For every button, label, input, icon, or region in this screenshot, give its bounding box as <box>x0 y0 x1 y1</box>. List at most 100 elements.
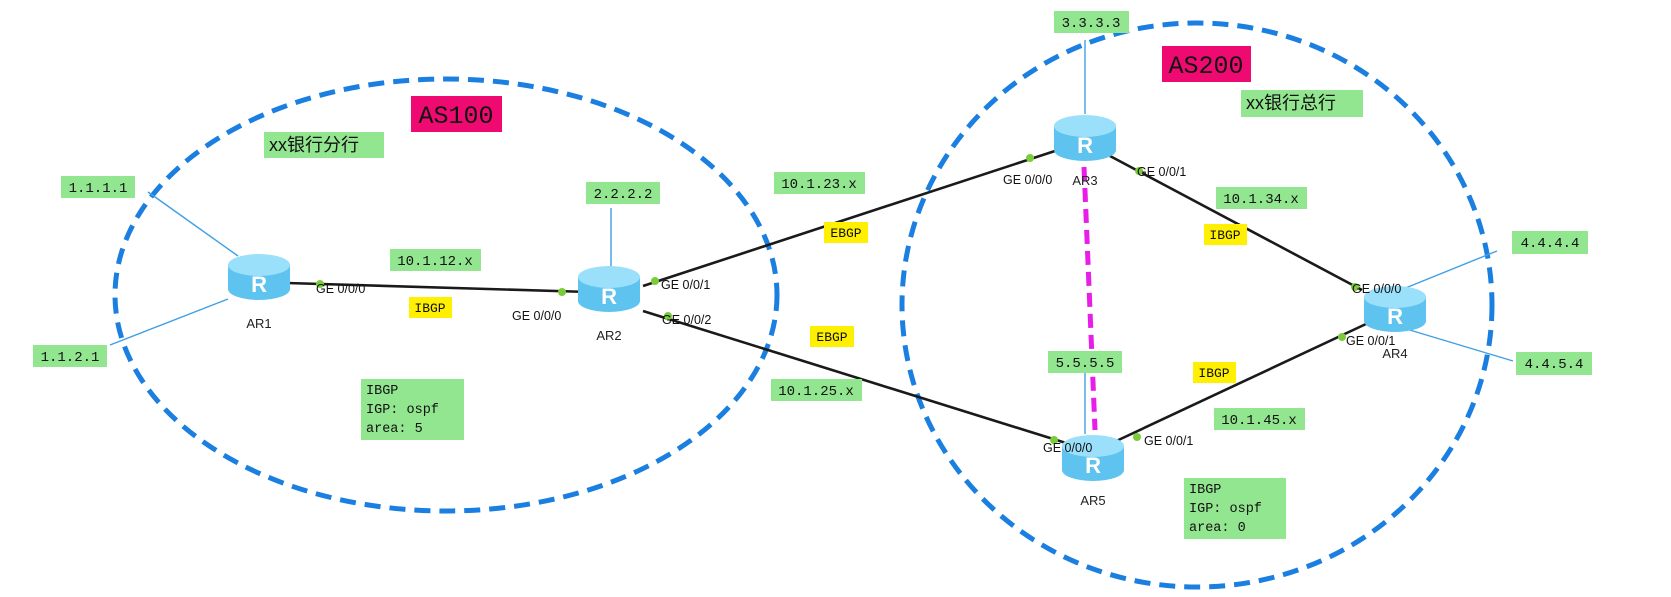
note-line: IGP: ospf <box>366 403 439 418</box>
org-tag-as200-label: xx银行总行 <box>1246 93 1336 113</box>
subnet-tag-ar3-ar4 <box>1216 187 1307 209</box>
router-ar3[interactable]: R <box>1054 115 1116 161</box>
interface-dot-ar2-ge001 <box>651 277 659 285</box>
address-tag-1-1-1-1-label: 1.1.1.1 <box>69 181 128 197</box>
stub-line-ar4-b <box>1402 327 1514 362</box>
subnet-tag-ar1-ar2 <box>390 249 481 271</box>
interface-dot-ar3-ge001 <box>1135 167 1143 175</box>
session-tag-ar1-ar2-label: IBGP <box>414 301 445 316</box>
interface-dot-ar4-ge000 <box>1351 283 1359 291</box>
address-tag-4-4-5-4 <box>1516 352 1592 375</box>
zone-ring-as100 <box>112 76 780 514</box>
as-badge-as200 <box>1162 46 1251 82</box>
note-line: area: 5 <box>366 422 423 437</box>
interface-label-ar3-ge001: GE 0/0/1 <box>1137 165 1186 179</box>
address-tag-2-2-2-2-label: 2.2.2.2 <box>594 187 653 203</box>
zone-ring-as200 <box>899 20 1495 590</box>
address-tag-1-1-2-1 <box>33 345 107 367</box>
router-glyph: R <box>251 272 267 297</box>
note-line: IGP: ospf <box>1189 502 1262 517</box>
address-tag-1-1-2-1-label: 1.1.2.1 <box>41 350 100 366</box>
router-glyph: R <box>1077 133 1093 158</box>
interface-label-ar4-ge000: GE 0/0/0 <box>1352 282 1401 296</box>
interface-label-ar2-ge001: GE 0/0/1 <box>661 278 710 292</box>
router-label-ar3: AR3 <box>1072 173 1097 188</box>
session-tag-ar2-ar3-label: EBGP <box>830 226 861 241</box>
as-badge-as100-label: AS100 <box>418 102 493 131</box>
subnet-tag-ar5-ar4-label: 10.1.45.x <box>1221 413 1297 429</box>
as-badge-as100 <box>411 96 502 132</box>
session-tag-ar2-ar5 <box>810 326 854 347</box>
address-tag-3-3-3-3-label: 3.3.3.3 <box>1062 16 1121 32</box>
interface-dot-ar2-ge000 <box>558 288 566 296</box>
address-tag-4-4-4-4-label: 4.4.4.4 <box>1521 236 1580 252</box>
subnet-tag-ar1-ar2-label: 10.1.12.x <box>397 254 473 270</box>
address-tag-2-2-2-2 <box>586 182 660 204</box>
interface-label-ar4-ge001: GE 0/0/1 <box>1346 334 1395 348</box>
link-ar3-ar4 <box>1109 154 1363 292</box>
note-line: IBGP <box>1189 483 1221 498</box>
subnet-tag-ar2-ar5 <box>771 379 862 401</box>
address-tag-5-5-5-5-label: 5.5.5.5 <box>1056 356 1115 372</box>
router-ar2[interactable]: R <box>578 266 640 312</box>
note-box-as200 <box>1184 478 1286 539</box>
interface-dot-ar5-ge001 <box>1133 433 1141 441</box>
router-ar5[interactable]: R <box>1062 435 1124 481</box>
link-ar1-ar2 <box>286 281 590 294</box>
interface-dot-ar5-ge000 <box>1050 436 1058 444</box>
session-tag-ar3-ar4-label: IBGP <box>1209 228 1240 243</box>
router-icon-top <box>228 254 290 276</box>
interface-dot-ar3-ge000 <box>1026 154 1034 162</box>
org-tag-as200 <box>1241 90 1363 117</box>
router-icon-top <box>578 266 640 288</box>
interface-dot-ar2-ge002 <box>664 312 672 320</box>
subnet-tag-ar3-ar4-label: 10.1.34.x <box>1223 192 1299 208</box>
router-icon-top <box>1054 115 1116 137</box>
link-ar2-ar3 <box>642 148 1059 288</box>
router-glyph: R <box>1085 453 1101 478</box>
session-tag-ar5-ar4 <box>1193 362 1236 383</box>
router-icon-top <box>1062 435 1124 457</box>
interface-label-ar2-ge002: GE 0/0/2 <box>662 313 711 327</box>
router-label-ar1: AR1 <box>246 316 271 331</box>
subnet-tag-ar2-ar3-label: 10.1.23.x <box>781 177 857 193</box>
interface-label-ar2-ge000: GE 0/0/0 <box>512 309 561 323</box>
org-tag-as100-label: xx银行分行 <box>269 135 359 155</box>
interface-dot-ar4-ge001 <box>1338 333 1346 341</box>
router-label-ar5: AR5 <box>1080 493 1105 508</box>
address-tag-1-1-1-1 <box>61 176 135 198</box>
subnet-tag-ar2-ar3 <box>774 172 865 194</box>
session-tag-ar2-ar3 <box>824 222 868 243</box>
address-tag-4-4-5-4-label: 4.4.5.4 <box>1525 357 1584 373</box>
session-tag-ar5-ar4-label: IBGP <box>1198 366 1229 381</box>
address-tag-4-4-4-4 <box>1512 231 1588 254</box>
router-label-ar4: AR4 <box>1382 346 1407 361</box>
note-box-as100 <box>361 379 464 440</box>
router-icon-top <box>1364 286 1426 308</box>
subnet-tag-ar2-ar5-label: 10.1.25.x <box>778 384 854 400</box>
interface-label-ar5-ge000: GE 0/0/0 <box>1043 441 1092 455</box>
stub-line-ar4-a <box>1402 250 1498 290</box>
interface-label-ar3-ge000: GE 0/0/0 <box>1003 173 1052 187</box>
org-tag-as100 <box>264 132 384 158</box>
stub-line-ar1-a <box>147 191 239 257</box>
link-ar3-ar5-dashed <box>1081 166 1098 431</box>
router-glyph: R <box>601 284 617 309</box>
router-glyph: R <box>1387 304 1403 329</box>
interface-label-ar1-ge000: GE 0/0/0 <box>316 282 365 296</box>
session-tag-ar1-ar2 <box>409 297 452 318</box>
interface-label-ar5-ge001: GE 0/0/1 <box>1144 434 1193 448</box>
as-badge-as200-label: AS200 <box>1168 52 1243 81</box>
stub-line-ar1-b <box>109 298 229 346</box>
address-tag-5-5-5-5 <box>1048 351 1122 373</box>
note-line: area: 0 <box>1189 521 1246 536</box>
router-ar1[interactable]: R <box>228 254 290 300</box>
session-tag-ar3-ar4 <box>1204 224 1247 245</box>
session-tag-ar2-ar5-label: EBGP <box>816 330 847 345</box>
note-line: IBGP <box>366 384 398 399</box>
router-label-ar2: AR2 <box>596 328 621 343</box>
link-ar2-ar5 <box>642 309 1067 445</box>
router-ar4[interactable]: R <box>1364 286 1426 332</box>
